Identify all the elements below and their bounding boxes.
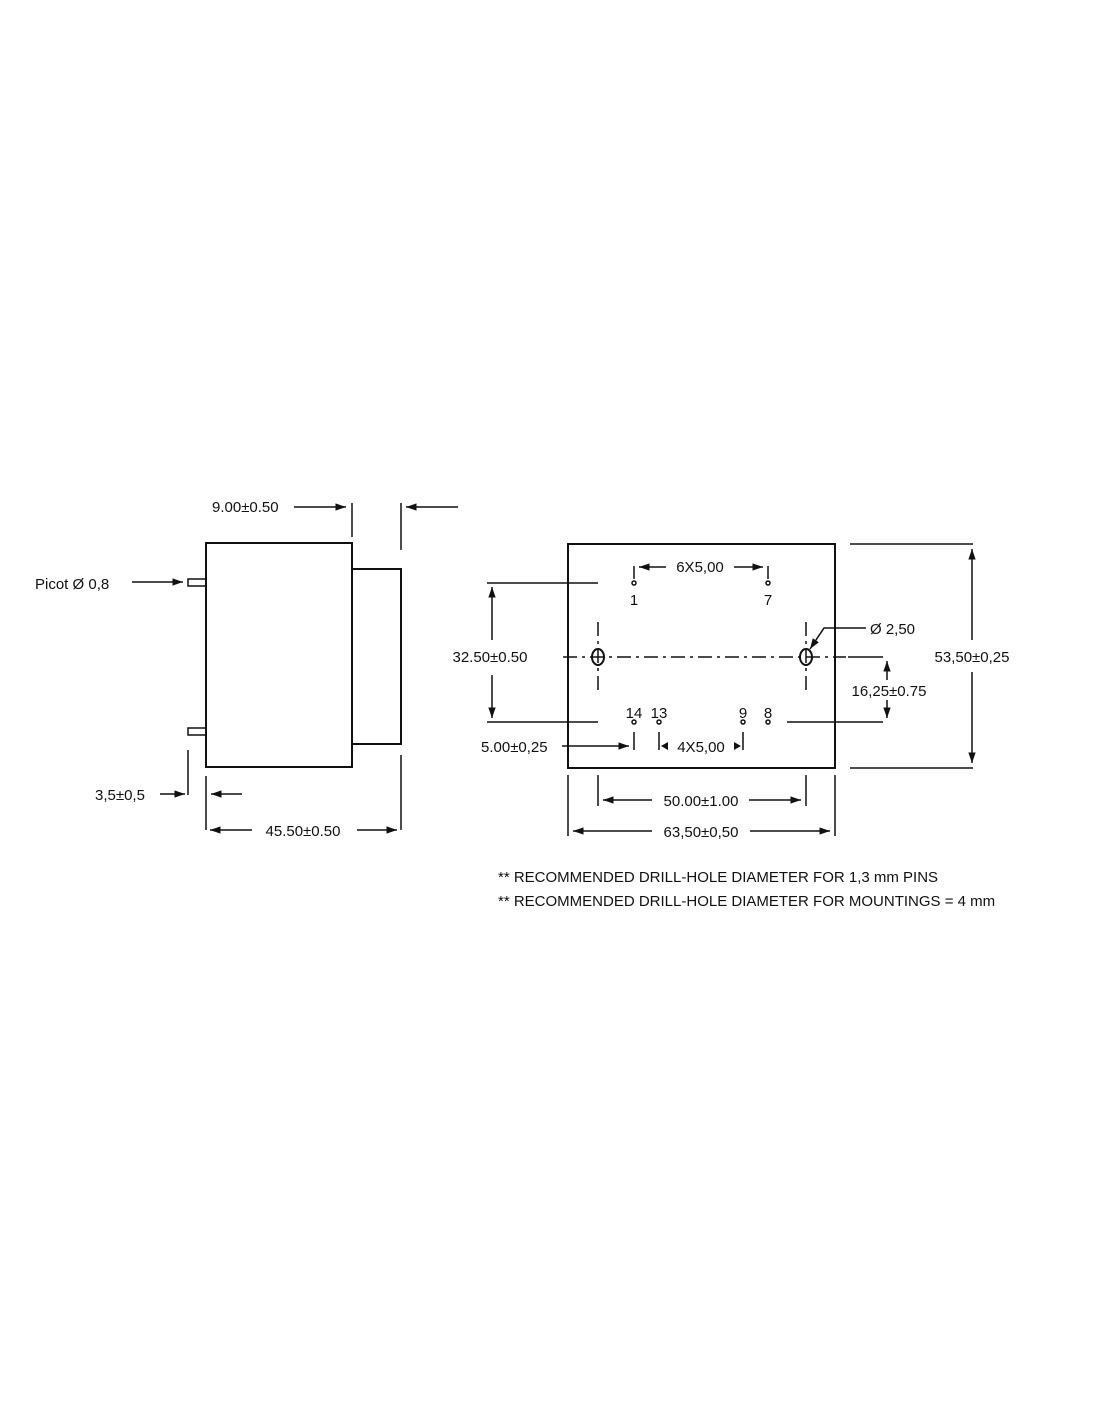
pin-label: Picot Ø 0,8 xyxy=(35,576,109,593)
footprint-outline xyxy=(567,543,836,769)
top-pitch-label: 6X5,00 xyxy=(676,559,724,576)
height-dim-label: 53,50±0,25 xyxy=(935,649,1010,666)
pin-8-label: 8 xyxy=(764,705,772,722)
pin-7-label: 7 xyxy=(764,592,772,609)
pin-9-label: 9 xyxy=(739,705,747,722)
bottom-pitch-label: 4X5,00 xyxy=(677,739,725,756)
pin-8 xyxy=(765,719,771,725)
hole-spacing-label: 50.00±1.00 xyxy=(664,793,739,810)
side-view: 9.00±0.50 Picot Ø 0,8 3,5±0,5 45.50±0.50 xyxy=(35,499,458,840)
width-dim-label: 9.00±0.50 xyxy=(212,499,279,516)
hole-diameter-label: Ø 2,50 xyxy=(870,621,915,638)
pin-1 xyxy=(631,580,637,586)
pin-1-label: 1 xyxy=(630,592,638,609)
pin-top xyxy=(187,578,207,587)
pin-bottom xyxy=(187,727,207,736)
mounting-hole-right xyxy=(799,648,813,666)
mounting-hole-left xyxy=(591,648,605,666)
transformer-base xyxy=(351,568,402,745)
pin-14 xyxy=(631,719,637,725)
pin-13-label: 13 xyxy=(651,705,668,722)
row-spacing-label: 32.50±0.50 xyxy=(453,649,528,666)
pin-9 xyxy=(740,719,746,725)
pin-offset-label: 5.00±0,25 xyxy=(481,739,548,756)
hole-offset-label: 16,25±0.75 xyxy=(852,683,927,700)
width-dim-label: 63,50±0,50 xyxy=(664,824,739,841)
pin-14-label: 14 xyxy=(626,705,643,722)
depth-dim-label: 45.50±0.50 xyxy=(266,823,341,840)
note-mounting-drill: ** RECOMMENDED DRILL-HOLE DIAMETER FOR M… xyxy=(498,893,995,910)
note-pin-drill: ** RECOMMENDED DRILL-HOLE DIAMETER FOR 1… xyxy=(498,869,938,886)
leader-arrow xyxy=(809,627,866,650)
pin-13 xyxy=(656,719,662,725)
top-view: 1 7 14 13 9 8 6X5,00 32.50±0.50 Ø 2,50 xyxy=(453,543,1010,841)
pin-7 xyxy=(765,580,771,586)
transformer-body xyxy=(205,542,353,768)
pins: 1 7 14 13 9 8 xyxy=(626,580,772,725)
pin-length-dim-label: 3,5±0,5 xyxy=(95,787,145,804)
